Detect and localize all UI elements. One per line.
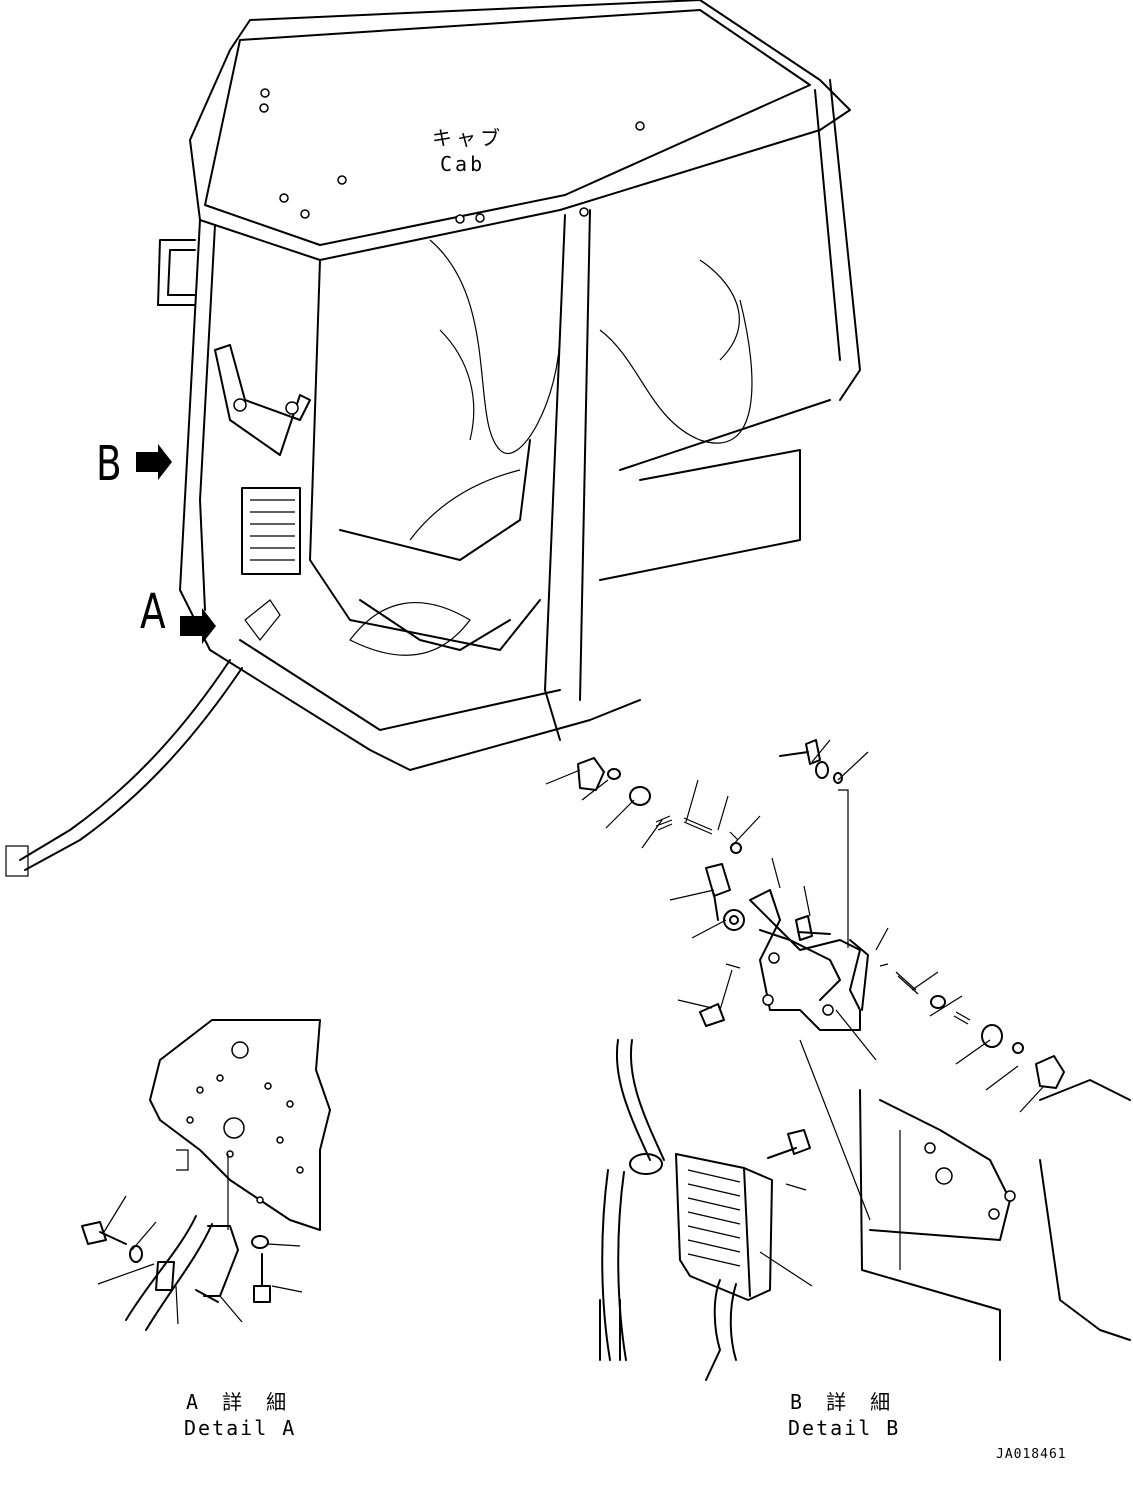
view-a-marker: A <box>140 584 166 640</box>
drawing-code: JA018461 <box>996 1447 1067 1462</box>
detail-a-caption-en: Detail A <box>184 1416 297 1440</box>
right-arrow-icon <box>180 608 216 644</box>
detail-a-caption-jp: A 詳 細 <box>186 1390 293 1414</box>
detail-b-caption-jp: B 詳 細 <box>790 1390 897 1414</box>
view-b-marker: B <box>96 436 122 492</box>
detail-b-controller <box>599 1039 1131 1381</box>
right-arrow-icon <box>136 444 172 480</box>
cab-label-en: Cab <box>440 152 486 176</box>
cab-outline <box>5 0 861 877</box>
detail-b-exploded-parts <box>545 739 1065 1287</box>
cab-label-jp: キャブ <box>432 126 504 150</box>
detail-b-caption-en: Detail B <box>788 1416 901 1440</box>
detail-a-view <box>81 1019 331 1331</box>
